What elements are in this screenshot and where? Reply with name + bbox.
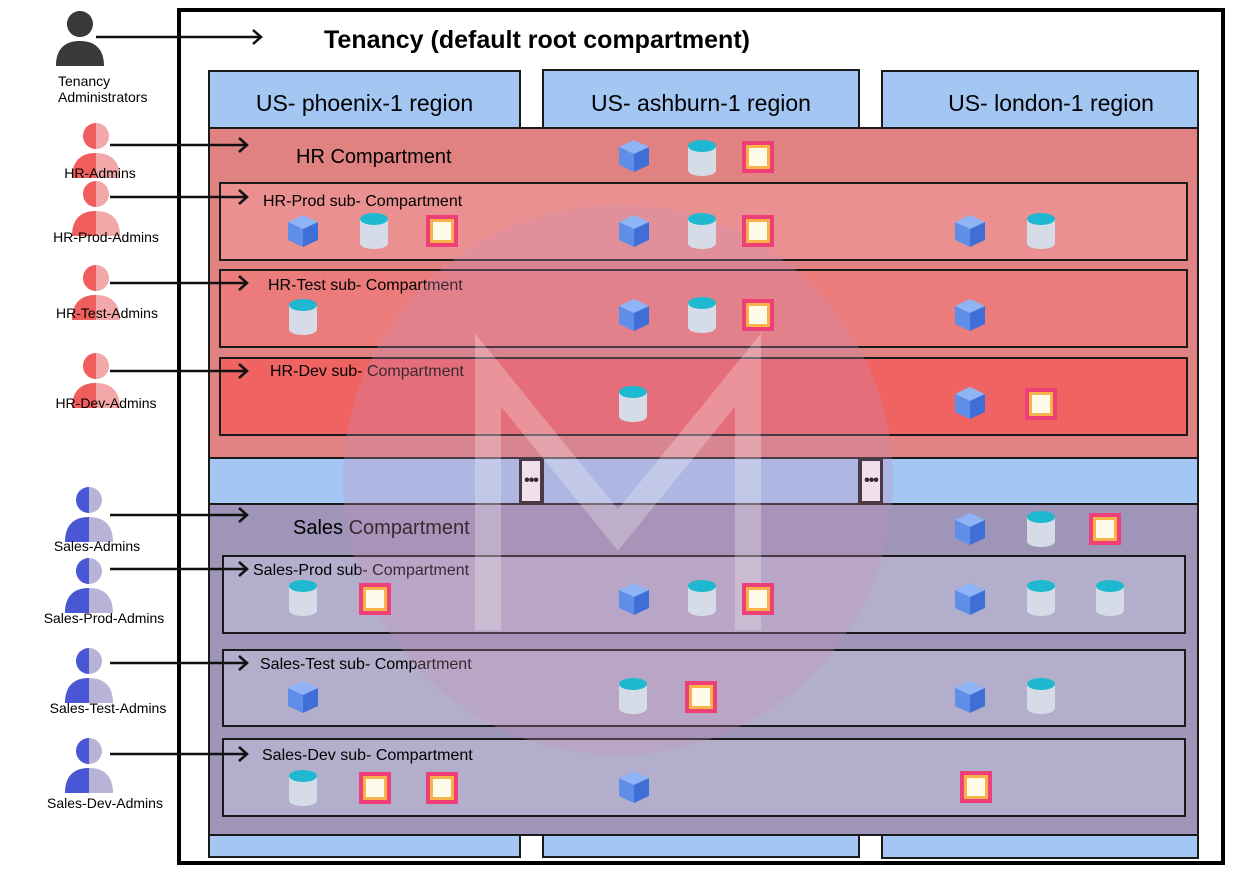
database-cylinder-icon: [1025, 676, 1057, 716]
page-title: Tenancy (default root compartment): [324, 26, 750, 54]
cube-icon: [953, 213, 987, 249]
cube-icon: [286, 679, 320, 715]
cube-icon: [953, 511, 987, 547]
sales-test-admins-label: Sales-Test-Admins: [49, 700, 167, 716]
sales-test-label: Sales-Test sub- Compartment: [260, 656, 472, 673]
hr-prod-admins-user-icon: [70, 178, 122, 238]
cube-icon: [617, 581, 651, 617]
database-cylinder-icon: [686, 295, 718, 335]
sales-admins-label: Sales-Admins: [53, 538, 141, 554]
sales-admins-user-icon: [63, 484, 115, 544]
cube-icon: [617, 213, 651, 249]
region-label-phoenix: US- phoenix-1 region: [255, 90, 474, 116]
database-cylinder-icon: [686, 138, 718, 178]
hr-admins-user-icon: [70, 120, 122, 180]
square-frame-icon: [1088, 512, 1122, 546]
hr-dev-admins-user-icon: [70, 350, 122, 410]
hr-dev-label: HR-Dev sub- Compartment: [270, 363, 464, 380]
cube-icon: [286, 213, 320, 249]
tenancy-administrators-user-icon: [54, 8, 106, 68]
database-cylinder-icon: [1025, 578, 1057, 618]
cube-icon: [953, 581, 987, 617]
hr-test-admins-label: HR-Test-Admins: [56, 305, 158, 321]
square-frame-icon: [741, 298, 775, 332]
hr-compartment-label: HR Compartment: [296, 146, 452, 168]
database-cylinder-icon: [358, 211, 390, 251]
sales-prod-label: Sales-Prod sub- Compartment: [253, 562, 470, 579]
database-cylinder-icon: [287, 578, 319, 618]
database-cylinder-icon: [1025, 509, 1057, 549]
square-frame-icon: [741, 582, 775, 616]
sales-prod-admins-label: Sales-Prod-Admins: [43, 610, 165, 626]
square-frame-icon: [358, 771, 392, 805]
sales-test-admins-user-icon: [63, 645, 115, 705]
sales-prod-admins-user-icon: [63, 555, 115, 615]
hr-dev-admins-label: HR-Dev-Admins: [55, 395, 157, 411]
square-frame-icon: [684, 680, 718, 714]
square-frame-icon: [425, 214, 459, 248]
database-cylinder-icon: [287, 297, 319, 337]
database-cylinder-icon: [287, 768, 319, 808]
sales-dev-label: Sales-Dev sub- Compartment: [262, 747, 473, 764]
hr-prod-admins-label: HR-Prod-Admins: [53, 229, 159, 245]
database-cylinder-icon: [617, 384, 649, 424]
database-cylinder-icon: [686, 578, 718, 618]
region-label-london: US- london-1 region: [948, 90, 1154, 116]
square-frame-icon: [1024, 387, 1058, 421]
square-frame-icon: [741, 140, 775, 174]
region-label-ashburn: US- ashburn-1 region: [591, 90, 811, 116]
cube-icon: [953, 297, 987, 333]
cube-icon: [617, 769, 651, 805]
database-cylinder-icon: [1094, 578, 1126, 618]
square-frame-icon: [358, 582, 392, 616]
cube-icon: [953, 679, 987, 715]
cube-icon: [953, 385, 987, 421]
sales-dev-admins-user-icon: [63, 735, 115, 795]
ellipsis-right: •••: [860, 459, 882, 503]
hr-test-admins-user-icon: [70, 262, 122, 322]
hr-test-label: HR-Test sub- Compartment: [268, 277, 463, 294]
ellipsis-left: •••: [520, 459, 542, 503]
hr-admins-label: HR-Admins: [64, 165, 136, 181]
tenancy-administrators-label: Tenancy Administrators: [58, 73, 148, 105]
sales-dev-admins-label: Sales-Dev-Admins: [47, 795, 163, 811]
square-frame-icon: [425, 771, 459, 805]
watermark-logo-icon: [343, 205, 893, 755]
cube-icon: [617, 297, 651, 333]
cube-icon: [617, 138, 651, 174]
hr-prod-label: HR-Prod sub- Compartment: [263, 193, 463, 210]
database-cylinder-icon: [1025, 211, 1057, 251]
sales-compartment-label: Sales Compartment: [293, 517, 470, 539]
square-frame-icon: [959, 770, 993, 804]
database-cylinder-icon: [617, 676, 649, 716]
database-cylinder-icon: [686, 211, 718, 251]
square-frame-icon: [741, 214, 775, 248]
